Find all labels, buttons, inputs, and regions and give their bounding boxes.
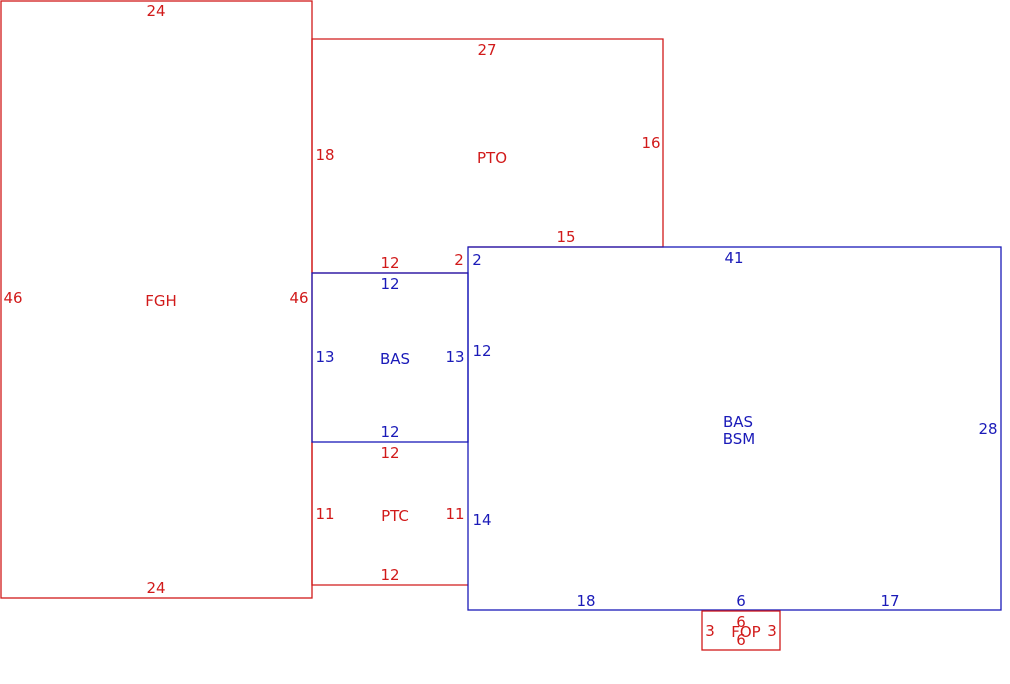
dim-bas-main-right: 28: [978, 420, 997, 438]
dim-fop-bottom: 6: [736, 631, 746, 649]
dim-bas-small-right: 13: [445, 348, 464, 366]
dim-bas-main-bottom-left: 18: [576, 592, 595, 610]
dim-fop-top: 6: [736, 613, 746, 631]
dim-ptc-bottom: 12: [380, 566, 399, 584]
dim-fop-right: 3: [767, 622, 777, 640]
dim-bas-main-left-lower: 14: [472, 511, 491, 529]
dim-bas-small-bottom: 12: [380, 423, 399, 441]
dim-pto-bottom-step: 2: [454, 251, 464, 269]
dim-bas-main-bottom-mid: 6: [736, 592, 746, 610]
dim-ptc-right: 11: [445, 505, 464, 523]
dim-bas-small-left: 13: [315, 348, 334, 366]
dim-ptc-top: 12: [380, 444, 399, 462]
dim-bas-small-top: 12: [380, 275, 399, 293]
dim-pto-left: 18: [315, 146, 334, 164]
area-label-bas-small: BAS: [380, 350, 410, 368]
dim-ptc-left: 11: [315, 505, 334, 523]
dim-pto-bottom-left: 12: [380, 254, 399, 272]
dim-pto-right: 16: [641, 134, 660, 152]
area-label-fgh: FGH: [145, 292, 177, 310]
bas-main-outline: [467, 246, 1002, 611]
fop-outline: [701, 610, 781, 651]
dim-fgh-right: 46: [289, 289, 308, 307]
dim-fgh-left: 46: [3, 289, 22, 307]
dim-fop-left: 3: [705, 622, 715, 640]
area-label-bsm: BSM: [723, 430, 756, 448]
area-label-pto: PTO: [477, 149, 507, 167]
dim-bas-main-corner: 2: [472, 251, 482, 269]
dim-bas-main-top: 41: [724, 249, 743, 267]
dim-fgh-bottom: 24: [146, 579, 165, 597]
area-label-fop: FOP: [731, 623, 760, 641]
dim-bas-main-left-upper: 12: [472, 342, 491, 360]
dim-fgh-top: 24: [146, 2, 165, 20]
ptc-outline: [311, 442, 468, 586]
dim-bas-main-bottom-right: 17: [880, 592, 899, 610]
dim-pto-top: 27: [477, 41, 496, 59]
area-label-ptc: PTC: [381, 507, 409, 525]
dim-pto-bottom: 15: [556, 228, 575, 246]
area-label-bas-main: BAS: [723, 413, 753, 431]
